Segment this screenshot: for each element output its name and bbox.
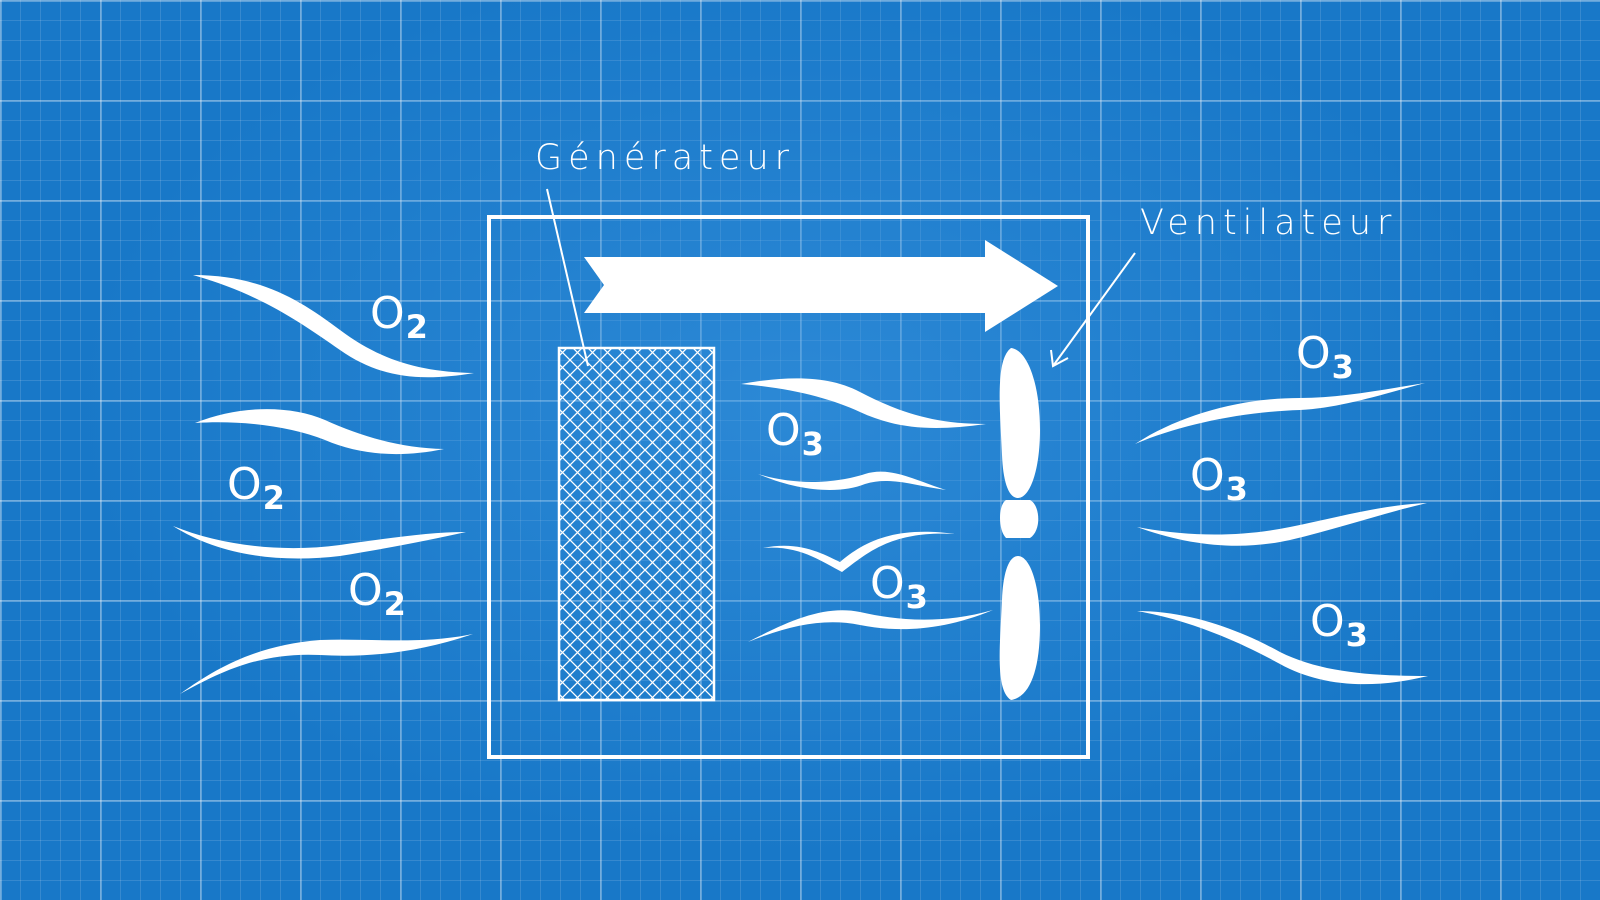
o3-molecule-label: O3: [1190, 450, 1248, 508]
air-stream-1: [193, 275, 474, 378]
o3-molecule-label: O3: [870, 558, 928, 616]
air-stream-8: [748, 610, 993, 642]
airflow-label: DÉBIT DE L’AIR: [628, 264, 1005, 303]
ozone-generator-housing: [487, 215, 1090, 759]
air-stream-9: [1135, 383, 1425, 444]
o2-molecule-label: O2: [227, 459, 285, 517]
air-stream-3: [173, 526, 466, 559]
o2-molecule-label: O2: [348, 565, 406, 623]
airflow-arrow-icon: [584, 240, 1058, 332]
air-stream-10: [1137, 503, 1427, 546]
air-stream-4: [180, 634, 473, 694]
fan-propeller-icon: [999, 348, 1040, 700]
air-stream-11: [1137, 611, 1428, 685]
o3-molecule-label: O3: [766, 405, 824, 463]
fan-leader-arrowhead: [1050, 349, 1069, 368]
generator-leader-line: [546, 188, 589, 367]
o3-molecule-label: O3: [1296, 328, 1354, 386]
fan-label: Ventilateur: [1140, 203, 1398, 243]
air-stream-5: [741, 378, 986, 428]
air-stream-7: [763, 531, 955, 572]
o3-molecule-label: O3: [1310, 596, 1368, 654]
generator-mesh-icon: [557, 346, 716, 702]
generator-label: Générateur: [535, 138, 796, 178]
o2-molecule-label: O2: [370, 288, 428, 346]
fan-leader-line: [1052, 252, 1136, 367]
air-stream-2: [195, 409, 444, 455]
air-stream-6: [758, 471, 946, 490]
